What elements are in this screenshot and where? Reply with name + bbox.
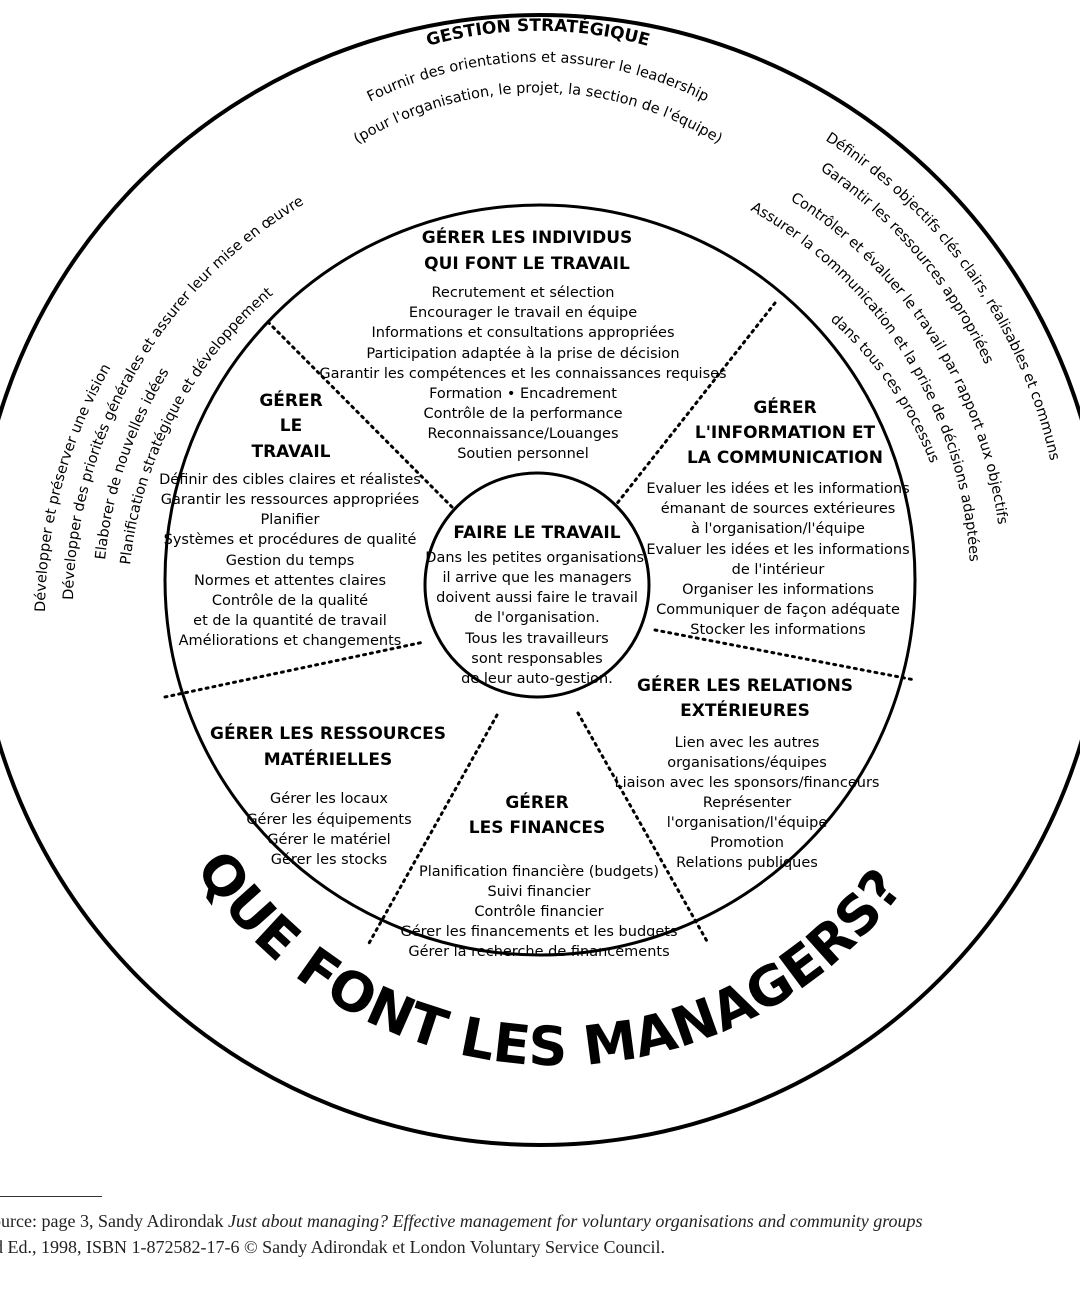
- section-item: Informations et consultations appropriée…: [371, 325, 674, 341]
- outer-top-line-1: Fournir des orientations et assurer le l…: [365, 50, 711, 106]
- section-item: Formation • Encadrement: [429, 386, 617, 402]
- divider-bottom-left: [366, 713, 499, 947]
- section-item: Gérer les stocks: [271, 852, 387, 868]
- section-item: Relations publiques: [676, 855, 818, 871]
- center-title: FAIRE LE TRAVAIL: [453, 523, 620, 543]
- center-line: Dans les petites organisations,: [425, 550, 648, 566]
- section-ressources: GÉRER LES RESSOURCES MATÉRIELLES Gérer l…: [210, 722, 446, 868]
- section-title: TRAVAIL: [251, 442, 330, 462]
- section-item: Contrôle de la qualité: [212, 593, 368, 609]
- section-item: émanant de sources extérieures: [661, 501, 896, 517]
- section-item: Suivi financier: [488, 884, 591, 900]
- section-travail: GÉRER LE TRAVAIL Définir des cibles clai…: [159, 389, 421, 649]
- section-item: Représenter: [703, 795, 791, 811]
- source-citation: ource: page 3, Sandy Adirondak Just abou…: [0, 1208, 1080, 1260]
- source-line-1: ource: page 3, Sandy Adirondak Just abou…: [0, 1208, 1080, 1234]
- section-item: Gérer la recherche de financements: [408, 944, 669, 960]
- section-individus: GÉRER LES INDIVIDUS QUI FONT LE TRAVAIL …: [319, 226, 726, 462]
- section-item: Garantir les compétences et les connaiss…: [319, 366, 726, 382]
- section-title: GÉRER LES RESSOURCES: [210, 722, 446, 744]
- section-title: LA COMMUNICATION: [687, 448, 883, 468]
- center-line: Tous les travailleurs: [464, 631, 608, 647]
- section-item: Participation adaptée à la prise de déci…: [366, 346, 679, 362]
- section-finances: GÉRER LES FINANCES Planification financi…: [400, 791, 677, 960]
- divider-left: [163, 640, 426, 699]
- section-item: Planifier: [261, 512, 320, 528]
- center-line: de leur auto-gestion.: [461, 671, 613, 687]
- section-item: Organiser les informations: [682, 582, 874, 598]
- section-item: Systèmes et procédures de qualité: [164, 532, 417, 548]
- footnote-rule: [0, 1196, 102, 1197]
- outer-circle: [0, 13, 1080, 1147]
- section-item: à l'organisation/l'équipe: [691, 521, 865, 537]
- section-item: Normes et attentes claires: [194, 573, 386, 589]
- section-title: GÉRER: [259, 389, 322, 411]
- section-item: Reconnaissance/Louanges: [427, 426, 618, 442]
- section-item: Recrutement et sélection: [432, 285, 615, 301]
- section-item: Améliorations et changements: [179, 633, 402, 649]
- section-item: Garantir les ressources appropriées: [161, 492, 419, 508]
- section-dividers: [163, 301, 917, 947]
- section-item: Communiquer de façon adéquate: [656, 602, 900, 618]
- center-section: FAIRE LE TRAVAIL Dans les petites organi…: [425, 523, 648, 687]
- center-circle: [423, 471, 651, 699]
- section-item: Lien avec les autres: [675, 735, 820, 751]
- divider-top-left: [266, 320, 454, 509]
- section-item: Liaison avec les sponsors/financeurs: [615, 775, 880, 791]
- section-title: GÉRER LES INDIVIDUS: [422, 226, 633, 248]
- inner-circle: [163, 203, 917, 957]
- source-line-2: d Ed., 1998, ISBN 1-872582-17-6 © Sandy …: [0, 1237, 665, 1257]
- section-item: Gérer le matériel: [267, 832, 390, 848]
- section-title: LES FINANCES: [469, 818, 606, 838]
- section-item: Gérer les financements et les budgets: [400, 924, 677, 940]
- center-line: il arrive que les managers: [442, 570, 631, 586]
- section-item: Définir des cibles claires et réalistes: [159, 472, 421, 488]
- section-title: GÉRER: [753, 396, 816, 418]
- section-item: et de la quantité de travail: [193, 613, 387, 629]
- section-item: Contrôle de la performance: [423, 406, 622, 422]
- center-line: doivent aussi faire le travail: [436, 590, 638, 606]
- section-item: Evaluer les idées et les informations: [646, 542, 909, 558]
- section-item: Gérer les locaux: [270, 791, 388, 807]
- section-title: LE: [280, 416, 302, 436]
- divider-bottom-right: [576, 711, 710, 945]
- section-title: EXTÉRIEURES: [680, 699, 810, 721]
- section-item: Contrôle financier: [474, 904, 603, 920]
- section-item: Soutien personnel: [457, 446, 589, 462]
- source-prefix: ource: page 3, Sandy Adirondak: [0, 1211, 228, 1231]
- outer-top-line-2: (pour l'organisation, le projet, la sect…: [351, 80, 725, 147]
- section-title: L'INFORMATION ET: [695, 423, 876, 443]
- center-line: sont responsables: [471, 651, 602, 667]
- section-title: QUI FONT LE TRAVAIL: [424, 254, 630, 274]
- section-item: Promotion: [710, 835, 784, 851]
- section-relations: GÉRER LES RELATIONS EXTÉRIEURES Lien ave…: [615, 674, 880, 871]
- divider-right: [653, 628, 917, 682]
- source-title: Just about managing? Effective managemen…: [227, 1211, 923, 1231]
- section-item: Encourager le travail en équipe: [409, 305, 637, 321]
- section-item: de l'intérieur: [732, 562, 825, 578]
- section-title: GÉRER LES RELATIONS: [637, 674, 853, 696]
- section-information: GÉRER L'INFORMATION ET LA COMMUNICATION …: [646, 396, 909, 638]
- section-item: Gérer les équipements: [246, 812, 411, 828]
- section-item: Stocker les informations: [690, 622, 865, 638]
- divider-top-right: [613, 301, 777, 508]
- section-title: MATÉRIELLES: [264, 748, 393, 770]
- managers-wheel-diagram: GESTION STRATÉGIQUE Fournir des orientat…: [0, 13, 1080, 1147]
- section-title: GÉRER: [505, 791, 568, 813]
- section-item: organisations/équipes: [667, 755, 827, 771]
- section-item: l'organisation/l'équipe: [667, 815, 828, 831]
- center-line: de l'organisation.: [474, 610, 599, 626]
- section-item: Gestion du temps: [226, 553, 355, 569]
- section-item: Evaluer les idées et les informations: [646, 481, 909, 497]
- section-item: Planification financière (budgets): [419, 864, 659, 880]
